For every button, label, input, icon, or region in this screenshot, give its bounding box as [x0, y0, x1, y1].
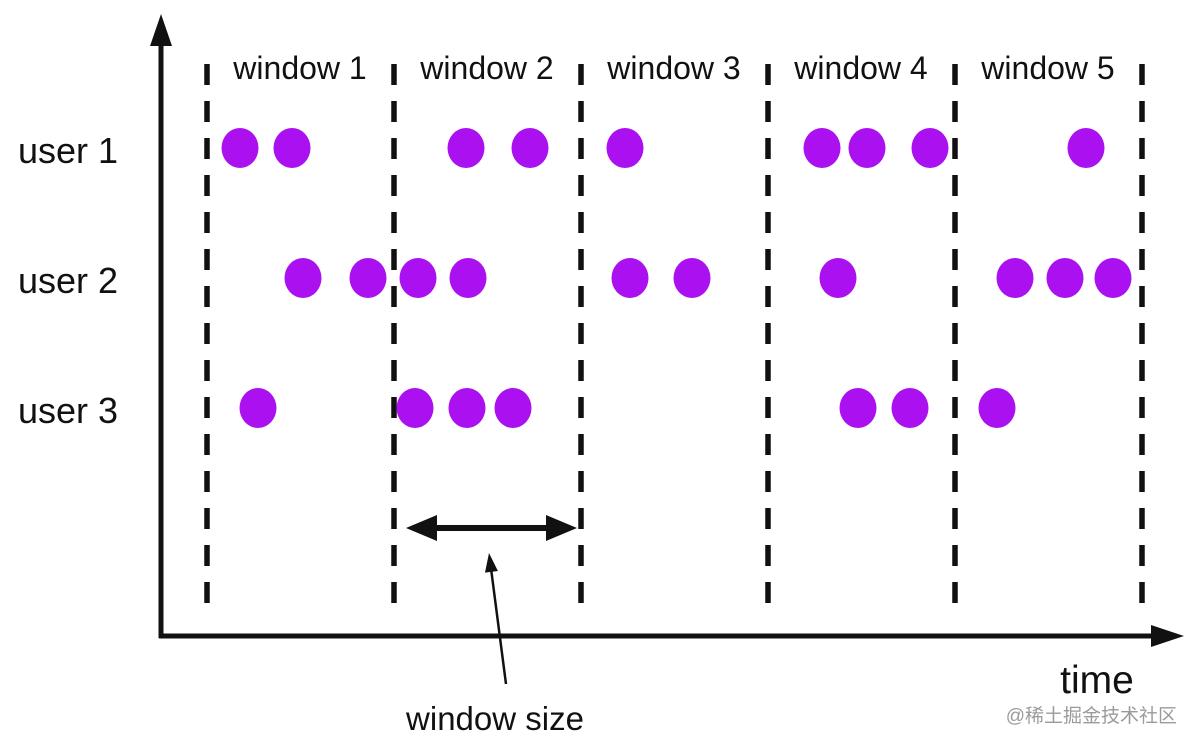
event-dot [349, 258, 387, 298]
event-dot [819, 258, 857, 298]
dot-layer [221, 128, 1132, 428]
event-dot [221, 128, 259, 168]
watermark-text: @稀土掘金技术社区 [1006, 705, 1177, 727]
event-dot [611, 258, 649, 298]
window-label-2: window 2 [419, 50, 553, 86]
event-dot [449, 258, 487, 298]
window-label-4: window 4 [793, 50, 927, 86]
event-dot [396, 388, 434, 428]
time-axis-label: time [1060, 659, 1134, 702]
y-axis-arrowhead-icon [150, 14, 172, 46]
window-size-arrow-left-head-icon [406, 515, 437, 541]
event-dot [239, 388, 277, 428]
event-dot [511, 128, 549, 168]
event-dot [891, 388, 929, 428]
window-label-3: window 3 [606, 50, 740, 86]
window-label-5: window 5 [980, 50, 1114, 86]
event-dot [803, 128, 841, 168]
event-dot [911, 128, 949, 168]
x-axis-arrowhead-icon [1151, 625, 1184, 647]
event-dot [494, 388, 532, 428]
annotation-layer: time window size @稀土掘金技术社区 [405, 515, 1177, 737]
user-label-1: user 1 [18, 130, 118, 171]
event-dot [447, 128, 485, 168]
window-size-pointer-head-icon [484, 553, 498, 573]
event-dot [978, 388, 1016, 428]
user-label-2: user 2 [18, 260, 118, 301]
user-label-layer: user 1 user 2 user 3 [18, 130, 118, 431]
window-size-label: window size [405, 700, 584, 737]
event-dot [1046, 258, 1084, 298]
event-dot [448, 388, 486, 428]
event-dot [1067, 128, 1105, 168]
event-dot [673, 258, 711, 298]
event-dot [606, 128, 644, 168]
window-label-1: window 1 [232, 50, 366, 86]
event-dot [399, 258, 437, 298]
event-dot [1094, 258, 1132, 298]
event-dot [996, 258, 1034, 298]
axis-layer [150, 14, 1184, 647]
event-dot [273, 128, 311, 168]
event-dot [839, 388, 877, 428]
boundary-layer [204, 64, 1145, 606]
event-dot [848, 128, 886, 168]
event-dot [284, 258, 322, 298]
window-label-layer: window 1 window 2 window 3 window 4 window 5 [232, 50, 1114, 86]
window-size-arrow-right-head-icon [546, 515, 577, 541]
window-size-pointer-line [489, 564, 508, 685]
user-label-3: user 3 [18, 390, 118, 431]
